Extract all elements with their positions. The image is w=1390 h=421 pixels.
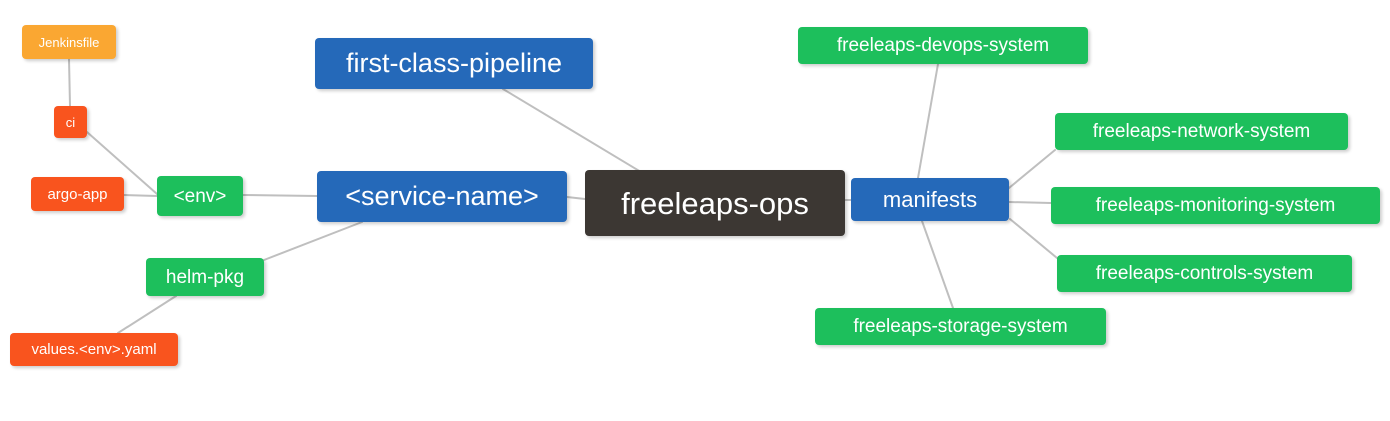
mindmap-node-monitoring-system[interactable]: freeleaps-monitoring-system: [1051, 187, 1380, 224]
mindmap-node-jenkinsfile[interactable]: Jenkinsfile: [22, 25, 116, 59]
edge-jenkinsfile-to-ci: [68, 58, 71, 107]
edge-values-env-yaml-to-helm-pkg: [117, 295, 177, 334]
mindmap-node-freeleaps-ops[interactable]: freeleaps-ops: [585, 170, 845, 236]
edge-controls-system-to-manifests: [1009, 218, 1058, 259]
mindmap-node-values-env-yaml[interactable]: values.<env>.yaml: [10, 333, 178, 366]
mindmap-node-first-class-pipeline[interactable]: first-class-pipeline: [315, 38, 593, 89]
edge-monitoring-system-to-manifests: [1008, 201, 1052, 204]
edge-network-system-to-manifests: [1008, 149, 1056, 189]
mindmap-node-label: Jenkinsfile: [38, 34, 100, 50]
edge-storage-system-to-manifests: [921, 220, 954, 309]
mindmap-node-network-system[interactable]: freeleaps-network-system: [1055, 113, 1348, 150]
mindmap-node-storage-system[interactable]: freeleaps-storage-system: [815, 308, 1106, 345]
mindmap-node-label: ci: [65, 114, 76, 130]
mindmap-node-label: freeleaps-network-system: [1092, 121, 1311, 142]
mindmap-node-label: helm-pkg: [165, 266, 245, 288]
mindmap-node-label: freeleaps-devops-system: [836, 35, 1050, 56]
mindmap-node-controls-system[interactable]: freeleaps-controls-system: [1057, 255, 1352, 292]
mindmap-node-devops-system[interactable]: freeleaps-devops-system: [798, 27, 1088, 64]
mindmap-node-label: freeleaps-controls-system: [1095, 263, 1314, 284]
mindmap-node-argo-app[interactable]: argo-app: [31, 177, 124, 211]
mindmap-node-helm-pkg[interactable]: helm-pkg: [146, 258, 264, 296]
mindmap-node-label: <env>: [173, 185, 227, 207]
mindmap-node-ci[interactable]: ci: [54, 106, 87, 138]
edge-devops-system-to-manifests: [917, 63, 939, 179]
mindmap-node-label: freeleaps-monitoring-system: [1095, 195, 1336, 216]
mindmap-node-manifests[interactable]: manifests: [851, 178, 1009, 221]
edge-first-class-pipeline-to-freeleaps-ops: [502, 88, 642, 173]
mindmap-node-label: argo-app: [47, 185, 108, 203]
mindmap-node-label: freeleaps-ops: [621, 185, 809, 221]
mindmap-node-label: values.<env>.yaml: [31, 341, 157, 358]
mindmap-node-label: first-class-pipeline: [345, 48, 563, 78]
mindmap-node-service-name[interactable]: <service-name>: [317, 171, 567, 222]
edge-service-name-to-freeleaps-ops: [566, 196, 586, 200]
mindmap-node-env[interactable]: <env>: [157, 176, 243, 216]
edge-helm-pkg-to-service-name: [263, 221, 363, 261]
edge-argo-app-to-env: [123, 194, 158, 197]
mindmap-node-label: <service-name>: [345, 181, 539, 211]
edge-env-to-service-name: [242, 194, 318, 197]
mindmap-node-label: freeleaps-storage-system: [853, 316, 1068, 337]
mindmap-node-label: manifests: [882, 186, 978, 212]
